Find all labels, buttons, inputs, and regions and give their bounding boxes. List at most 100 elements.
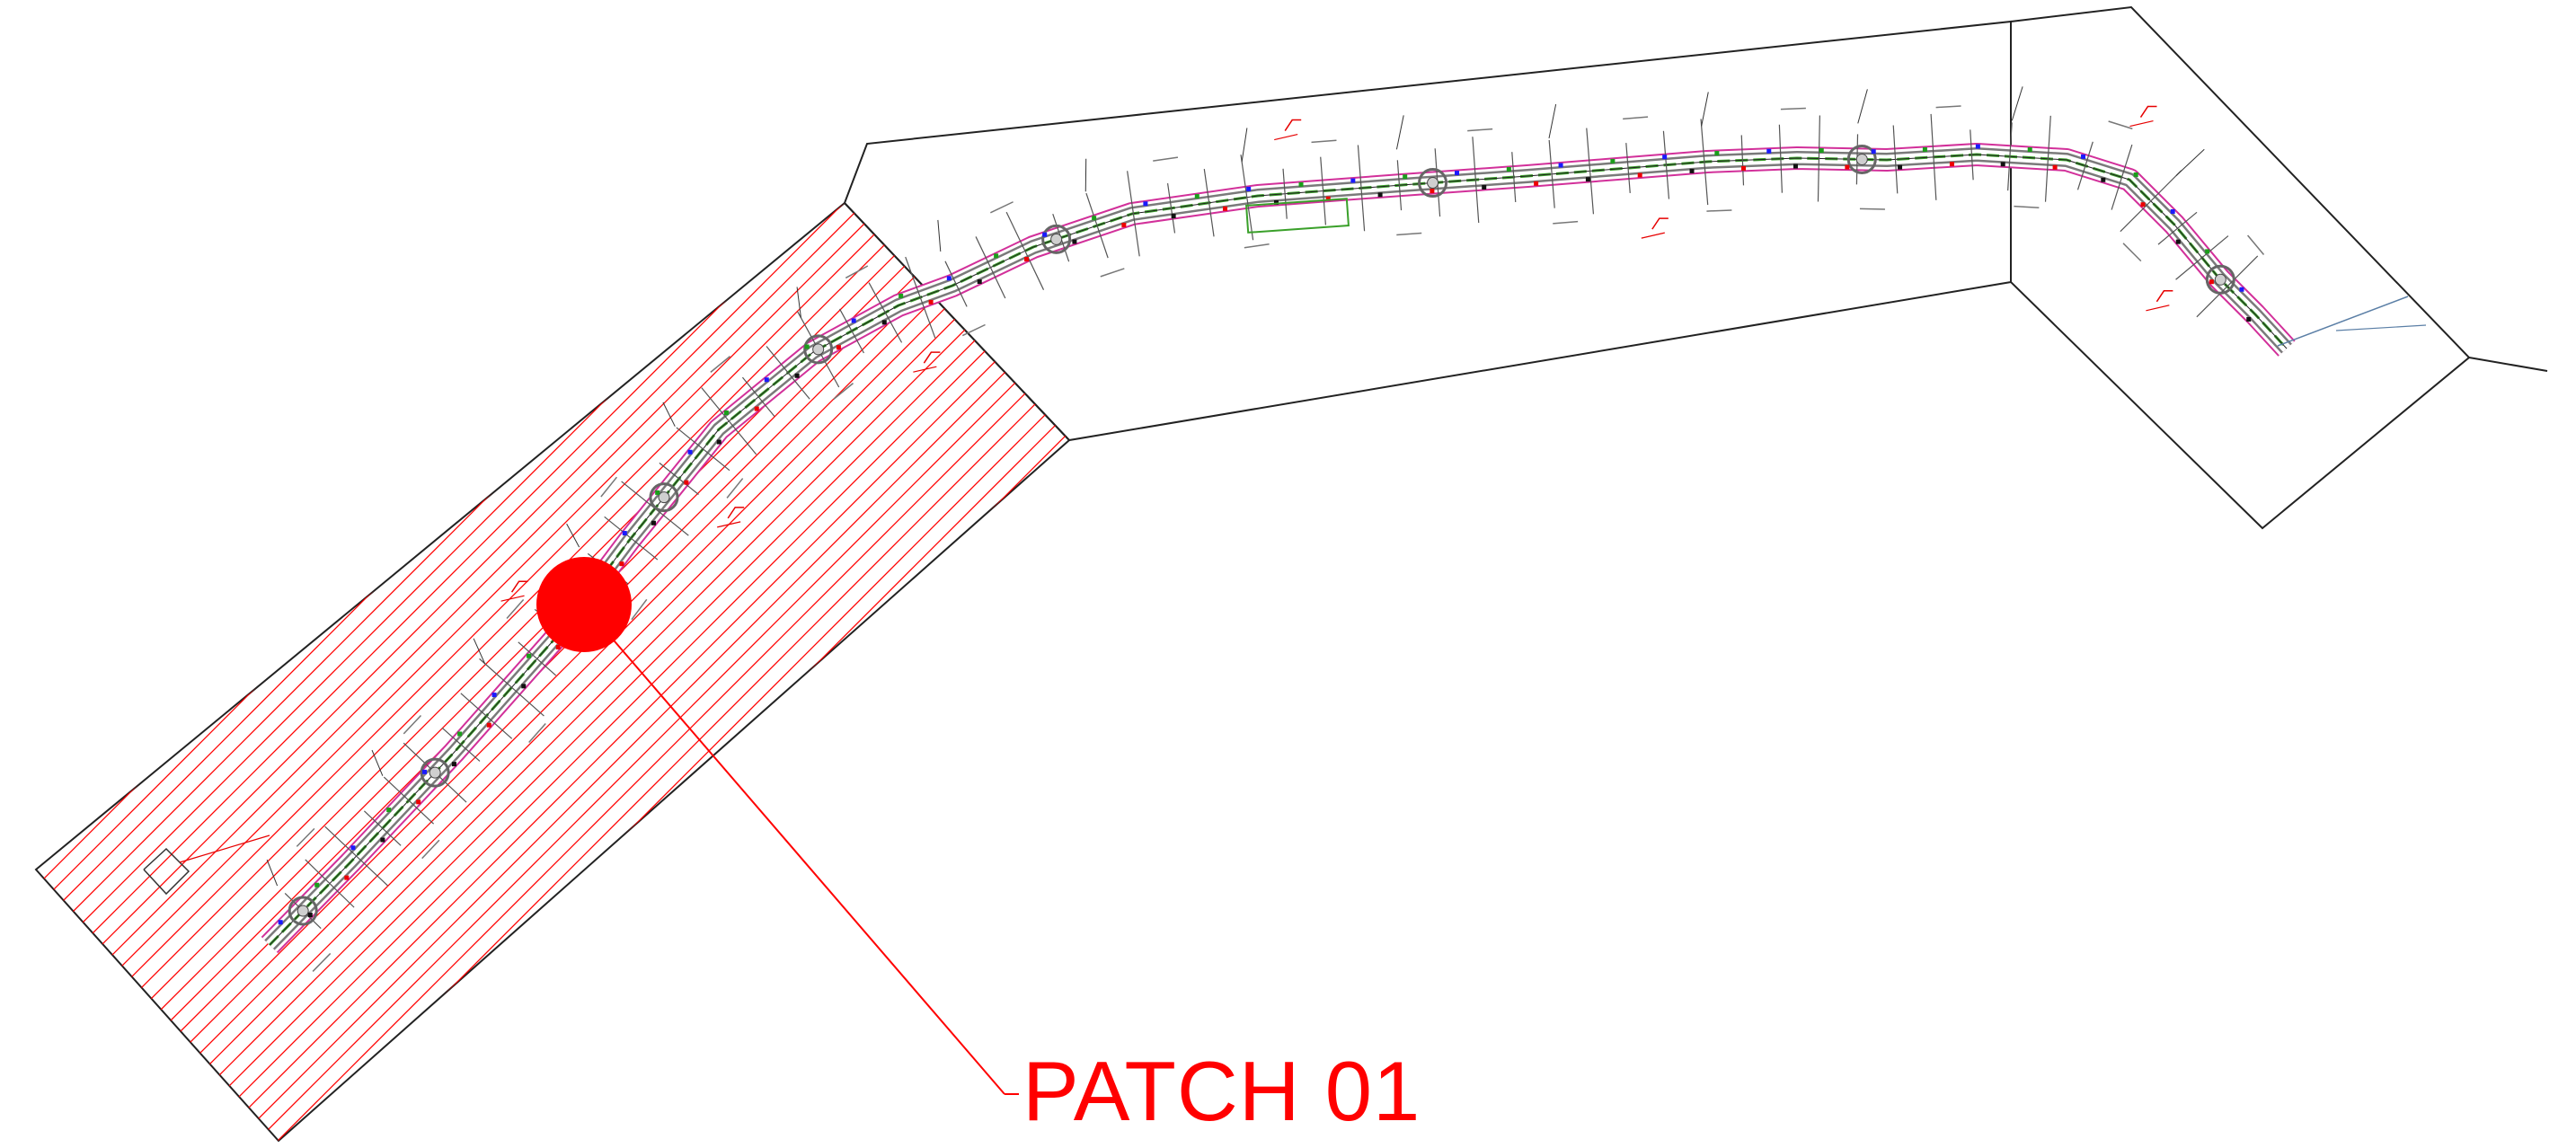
cross-street: [363, 810, 402, 846]
cross-street: [2157, 211, 2198, 245]
road-feature-dot: [1143, 201, 1148, 207]
chainage-mark: [1780, 107, 1806, 110]
cross-street: [1586, 128, 1595, 215]
patch-marker-icon: [536, 557, 632, 652]
road-feature-dot: [457, 731, 463, 737]
section-boundaries: [34, 5, 2548, 1143]
road-feature-dot: [380, 837, 385, 843]
road-feature-dot: [421, 769, 427, 774]
road-feature-dot: [1377, 192, 1383, 198]
tie-lines: [2277, 296, 2427, 347]
cross-street: [1085, 192, 1109, 259]
leader-tick: [2011, 86, 2023, 121]
road-feature-dot: [651, 520, 656, 525]
chainage-mark: [1553, 220, 1579, 225]
chainage-mark: [528, 723, 546, 744]
cross-street: [975, 236, 1006, 299]
cross-street: [741, 376, 775, 417]
junction-circle: [1041, 224, 1072, 254]
hatch-line: [36, 203, 407, 1141]
detail-leader: [179, 835, 270, 863]
cross-street: [1203, 169, 1215, 237]
hatch-line: [36, 203, 386, 1141]
road-feature-dot: [1194, 194, 1199, 199]
hatch-line: [36, 203, 138, 1141]
hatch-line: [808, 203, 1069, 1141]
chainage-mark: [833, 383, 854, 400]
road-feature-dot: [1534, 181, 1539, 186]
chainage-mark: [1311, 139, 1337, 144]
hatch-line: [146, 203, 1069, 1141]
patch-01-hatch: [0, 0, 1069, 1148]
cross-street: [1472, 137, 1480, 224]
junction-circle: [420, 757, 450, 788]
tie-line: [2335, 324, 2427, 331]
junction-island: [658, 491, 670, 504]
cross-street: [701, 387, 757, 455]
cross-street: [1740, 135, 1745, 186]
hatch-line: [0, 0, 13, 1148]
road-feature-dot: [2170, 208, 2175, 214]
road-feature-dot: [1430, 189, 1435, 194]
hatch-line: [36, 203, 221, 1141]
hatch-line: [36, 203, 283, 1141]
callout-note: [717, 521, 741, 528]
leader-tick: [1701, 92, 1709, 127]
road-feature-dot: [754, 406, 759, 411]
road-feature-dot: [344, 875, 350, 880]
cross-street: [839, 308, 864, 354]
road-feature-dot: [1506, 166, 1511, 172]
red-callouts: [143, 105, 2173, 896]
cross-street: [604, 516, 659, 561]
cross-street: [441, 727, 481, 762]
road-feature-dot: [2052, 164, 2058, 170]
junction-island: [1050, 233, 1063, 245]
cross-street: [460, 693, 513, 739]
detail-rectangle: [1245, 198, 1350, 234]
leader-tick: [1548, 103, 1557, 139]
chainage-mark: [1100, 268, 1125, 278]
callout-note: [2146, 305, 2170, 312]
road-feature-dot: [881, 320, 887, 325]
road-feature-dot: [723, 410, 729, 415]
hatch-line: [291, 203, 1069, 1141]
road-feature-dot: [1455, 171, 1460, 176]
road-feature-dot: [1949, 162, 1954, 167]
hatch-line: [766, 203, 1069, 1141]
junction-island: [1855, 153, 1868, 165]
road-feature-dot: [2101, 177, 2106, 182]
road-feature-dot: [1898, 164, 1903, 170]
chainage-mark: [710, 356, 731, 373]
detail-symbol: [143, 847, 190, 896]
cross-street: [518, 641, 557, 676]
chainage-mark: [2108, 120, 2133, 130]
road-feature-dot: [804, 344, 810, 349]
tie-line: [2277, 296, 2409, 347]
road-feature-dot: [619, 561, 624, 567]
chainage-mark: [506, 599, 525, 619]
cross-street: [1396, 160, 1403, 211]
hatch-line: [746, 203, 1069, 1141]
road-feature-dot: [1637, 172, 1642, 178]
cross-street: [1625, 143, 1631, 193]
chainage-mark: [631, 598, 648, 621]
hatch-line: [36, 203, 634, 1141]
leader-tick: [1241, 128, 1248, 163]
patch-leader-line: [603, 628, 1005, 1095]
road-feature-dot: [307, 913, 313, 918]
road-feature-dot: [851, 318, 856, 323]
road-feature-dot: [946, 276, 952, 281]
callout-note: [1274, 133, 1298, 141]
hatch-line: [36, 203, 841, 1141]
road-feature-dot: [684, 480, 689, 485]
hatch-line: [36, 203, 572, 1141]
road-feature-dot: [491, 693, 497, 698]
road-feature-dot: [1171, 214, 1176, 219]
road-feature-dot: [2081, 154, 2086, 159]
road-feature-dot: [1121, 223, 1127, 228]
road-feature-dot: [1298, 181, 1304, 187]
road-feature-dot: [1819, 148, 1824, 154]
road-feature-dot: [1793, 163, 1798, 169]
hatch-line: [84, 203, 1069, 1141]
road-feature-dot: [655, 490, 660, 495]
